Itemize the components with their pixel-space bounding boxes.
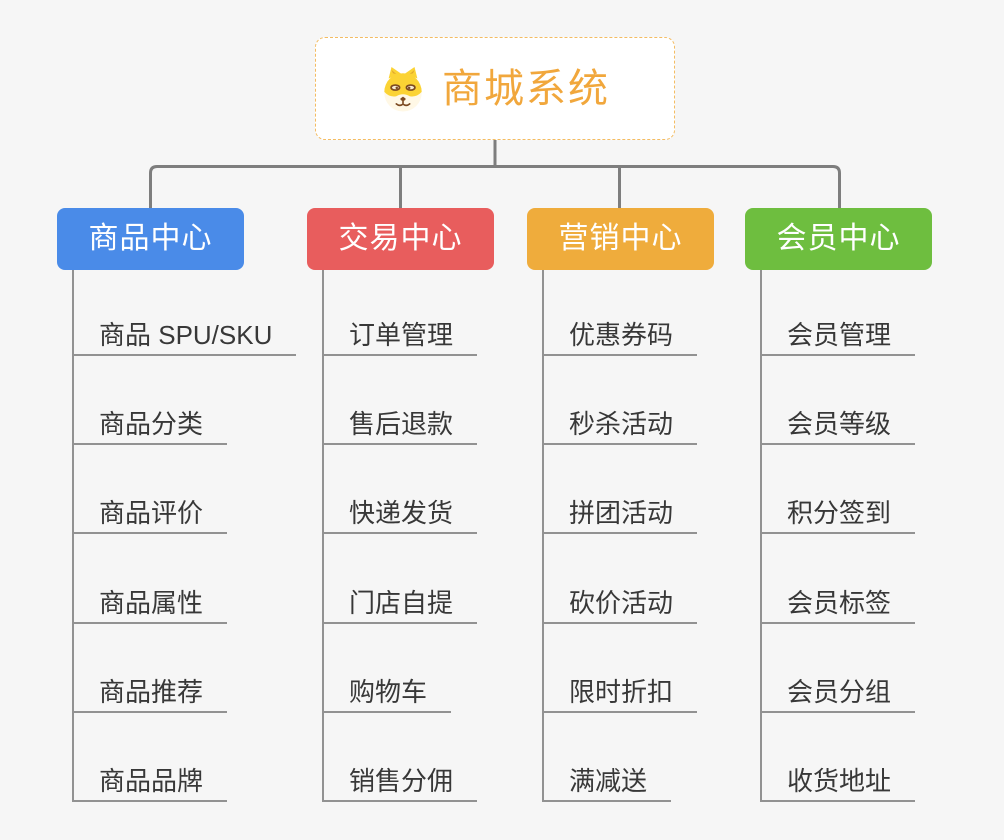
leaf-node[interactable]: 商品属性 <box>72 584 228 624</box>
leaf-node[interactable]: 砍价活动 <box>542 584 698 624</box>
leaf-node[interactable]: 商品分类 <box>72 405 228 445</box>
leaf-node[interactable]: 快递发货 <box>322 494 478 534</box>
root-node[interactable]: 商城系统 <box>315 37 675 140</box>
leaf-node[interactable]: 会员等级 <box>760 405 916 445</box>
branch-label: 商品中心 <box>88 222 213 255</box>
branch-trunk-line <box>542 270 544 802</box>
branch-label: 营销中心 <box>558 222 683 255</box>
leaf-node[interactable]: 拼团活动 <box>542 494 698 534</box>
leaf-node[interactable]: 会员管理 <box>760 316 916 356</box>
leaf-node[interactable]: 会员标签 <box>760 584 916 624</box>
leaf-node[interactable]: 限时折扣 <box>542 673 698 713</box>
leaf-node[interactable]: 订单管理 <box>322 316 478 356</box>
branch-node[interactable]: 商品中心 <box>57 208 244 270</box>
branch-node[interactable]: 交易中心 <box>307 208 494 270</box>
leaf-node[interactable]: 购物车 <box>322 673 452 713</box>
branch-trunk-line <box>760 270 762 802</box>
branch-label: 会员中心 <box>776 222 901 255</box>
leaf-node[interactable]: 门店自提 <box>322 584 478 624</box>
leaf-node[interactable]: 商品评价 <box>72 494 228 534</box>
leaf-node[interactable]: 秒杀活动 <box>542 405 698 445</box>
branch-node[interactable]: 营销中心 <box>527 208 714 270</box>
leaf-node[interactable]: 积分签到 <box>760 494 916 534</box>
leaf-node[interactable]: 会员分组 <box>760 673 916 713</box>
leaf-node[interactable]: 商品品牌 <box>72 762 228 802</box>
leaf-node[interactable]: 优惠券码 <box>542 316 698 356</box>
branch-node[interactable]: 会员中心 <box>745 208 932 270</box>
leaf-node[interactable]: 满减送 <box>542 762 672 802</box>
branch-trunk-line <box>72 270 74 802</box>
leaf-node[interactable]: 收货地址 <box>760 762 916 802</box>
leaf-node[interactable]: 商品 SPU/SKU <box>72 316 297 356</box>
root-title: 商城系统 <box>442 66 610 111</box>
leaf-node[interactable]: 商品推荐 <box>72 673 228 713</box>
bus-line <box>149 165 841 208</box>
dog-face-icon <box>384 66 422 112</box>
leaf-node[interactable]: 销售分佣 <box>322 762 478 802</box>
leaf-node[interactable]: 售后退款 <box>322 405 478 445</box>
branch-label: 交易中心 <box>338 222 463 255</box>
branch-trunk-line <box>322 270 324 802</box>
